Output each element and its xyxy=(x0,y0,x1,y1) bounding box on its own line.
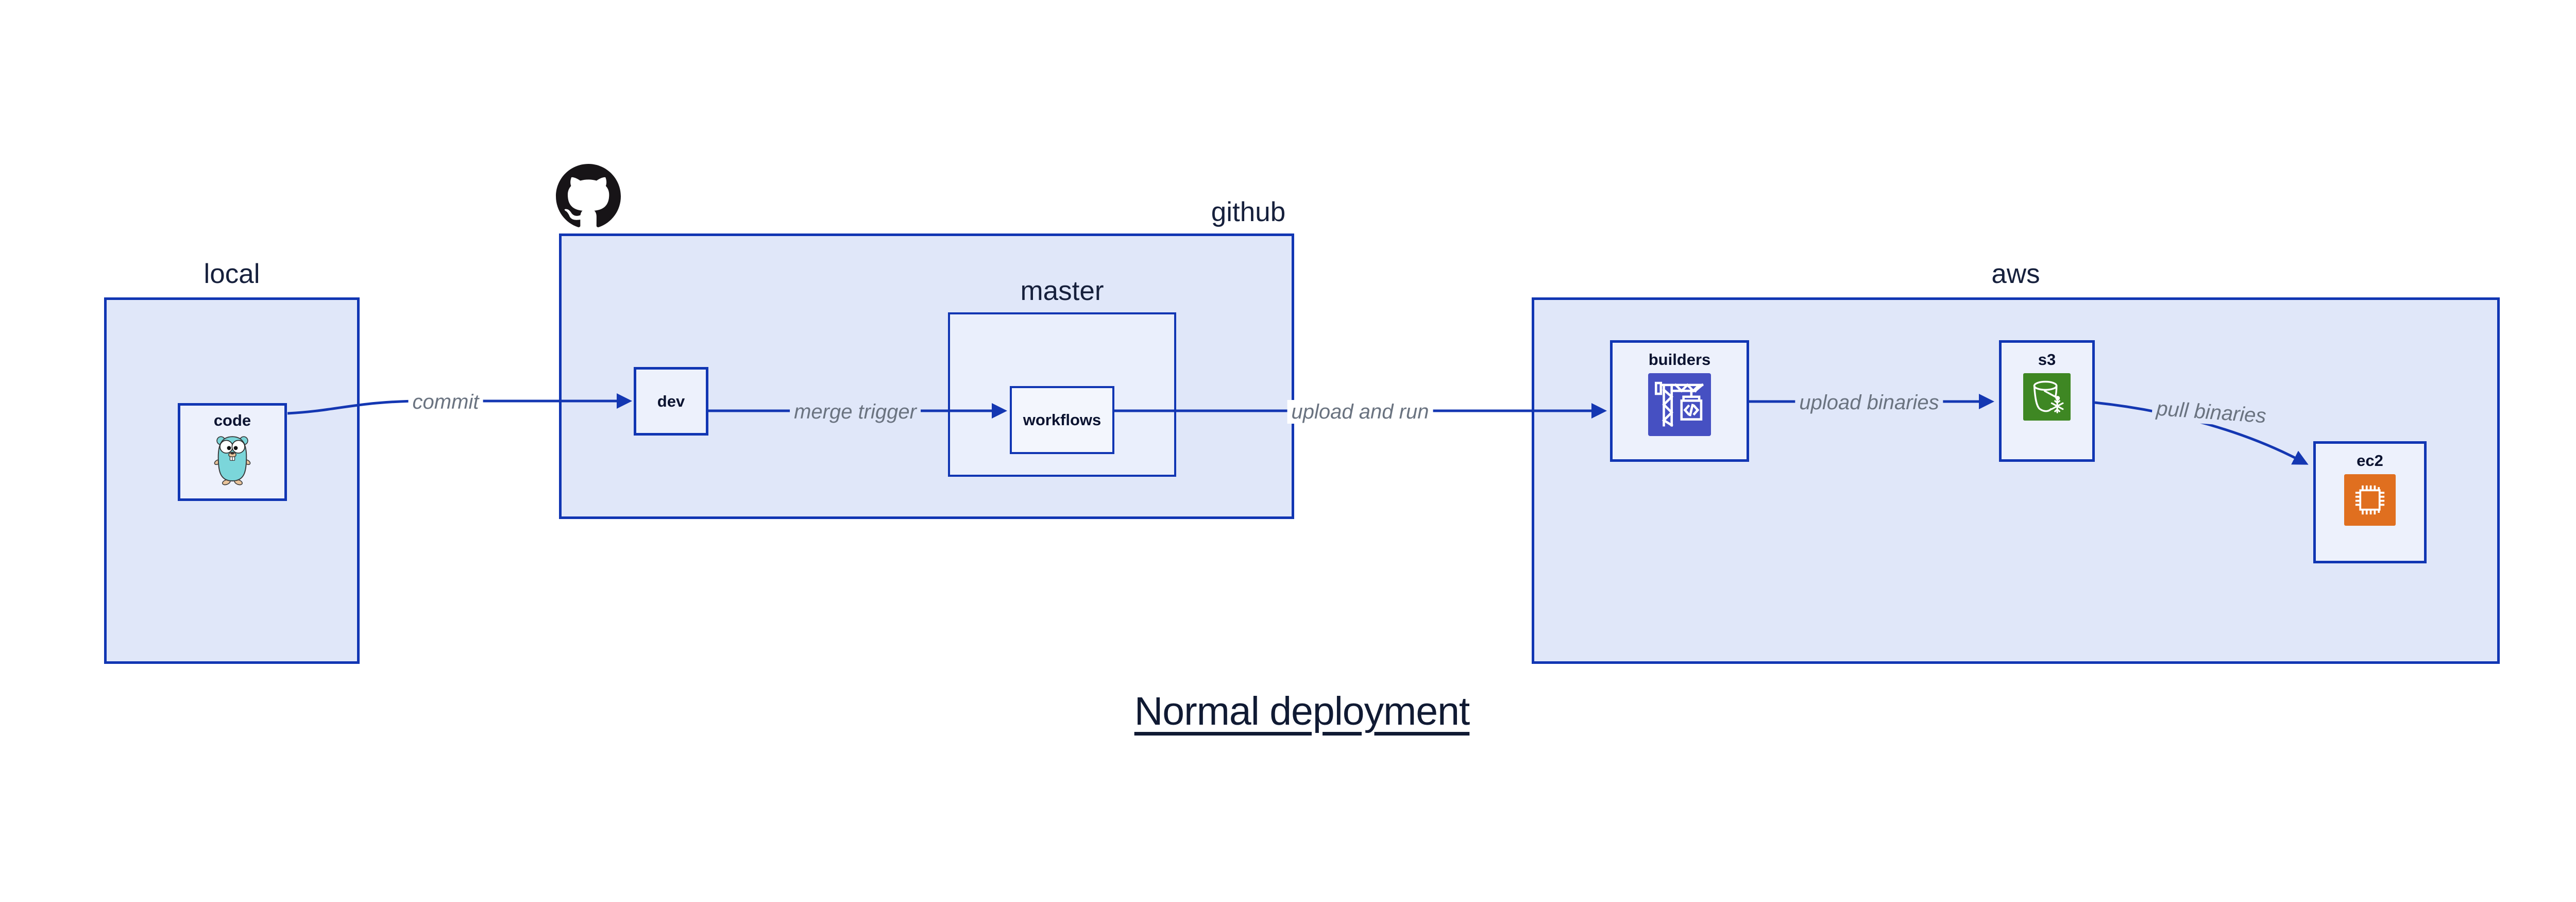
s3-glacier-bucket-icon xyxy=(2023,373,2071,421)
node-workflows-label: workflows xyxy=(1023,411,1101,429)
node-ec2-label: ec2 xyxy=(2357,452,2383,470)
ec2-chip-icon xyxy=(2344,474,2396,526)
group-label-local: local xyxy=(204,259,260,289)
github-logo-icon xyxy=(555,164,621,229)
node-code-label: code xyxy=(213,411,251,429)
edge-label-upload-and-run: upload and run xyxy=(1287,400,1433,424)
node-builders-label: builders xyxy=(1648,350,1711,369)
codebuild-crane-icon xyxy=(1648,373,1711,437)
edge-label-commit: commit xyxy=(408,390,483,414)
group-label-aws: aws xyxy=(1991,259,2040,289)
node-builders: builders xyxy=(1610,340,1749,462)
node-s3-label: s3 xyxy=(2038,350,2056,369)
node-dev-label: dev xyxy=(657,392,685,410)
diagram-title: Normal deployment xyxy=(0,689,2576,734)
node-ec2: ec2 xyxy=(2313,441,2427,563)
node-workflows: workflows xyxy=(1010,386,1114,454)
node-dev: dev xyxy=(634,367,708,436)
node-s3: s3 xyxy=(1999,340,2095,462)
go-gopher-icon xyxy=(211,434,254,488)
group-label-master: master xyxy=(1020,276,1104,306)
diagram-title-text: Normal deployment xyxy=(1134,689,1470,733)
group-label-github: github xyxy=(1211,197,1286,227)
node-code: code xyxy=(178,403,287,501)
edge-label-merge-trigger: merge trigger xyxy=(790,400,921,424)
edge-label-upload-binaries: upload binaries xyxy=(1795,391,1943,414)
